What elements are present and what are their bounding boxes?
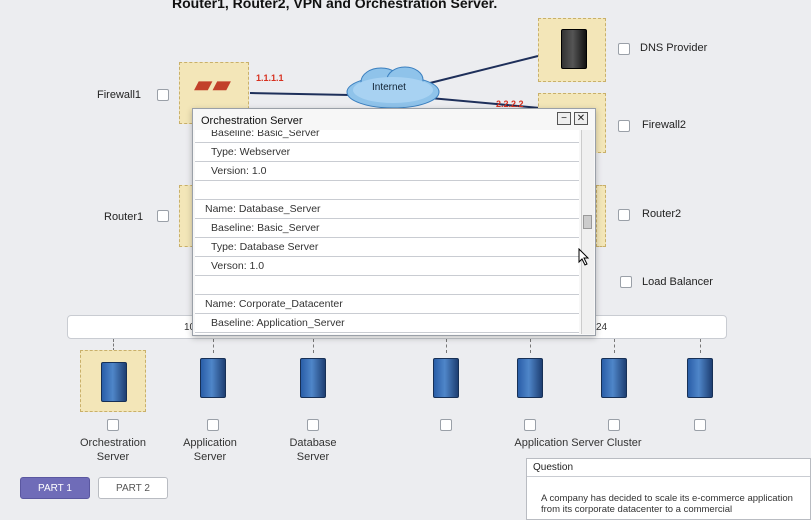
connector	[446, 339, 447, 353]
list-item: Baseline: Basic_Server	[195, 130, 579, 143]
list-item	[195, 181, 579, 200]
firewall2-ip: 2.2.2.2	[496, 99, 524, 109]
cluster-server-1-checkbox[interactable]	[440, 419, 452, 431]
list-item: Name: Corporate_Datacenter	[195, 295, 579, 314]
tab-part1[interactable]: PART 1	[20, 477, 90, 499]
internet-firewall2-link	[429, 97, 541, 109]
cluster-server-4-icon[interactable]	[687, 358, 713, 398]
database-server-icon[interactable]	[300, 358, 326, 398]
label-line: Server	[96, 451, 130, 463]
database-server-checkbox[interactable]	[307, 419, 319, 431]
label-line: Application	[183, 437, 237, 449]
orchestration-server-dialog: Orchestration Server − ✕ Baseline: Basic…	[192, 108, 596, 336]
application-server-checkbox[interactable]	[207, 419, 219, 431]
list-item: Name: Database_Server	[195, 200, 579, 219]
connector	[213, 339, 214, 353]
internet-cloud: Internet	[343, 62, 443, 110]
dns-label: DNS Provider	[640, 42, 708, 54]
network-bar-right-text: 24	[596, 322, 608, 333]
firewall2-label: Firewall2	[642, 119, 687, 131]
connector	[614, 339, 615, 353]
firewall1-checkbox[interactable]	[157, 89, 169, 101]
list-item: Baseline: Application_Server	[195, 314, 579, 333]
network-bar-left-text: 10	[184, 322, 196, 333]
minimize-icon: −	[561, 113, 567, 124]
application-server-icon[interactable]	[200, 358, 226, 398]
firewall-icon: ▰▰	[194, 71, 231, 98]
minimize-button[interactable]: −	[557, 112, 571, 125]
firewall1-label: Firewall1	[97, 89, 142, 101]
cloud-icon	[346, 66, 440, 109]
orchestration-server-label: Orchestration Server	[68, 436, 158, 464]
router1-checkbox[interactable]	[157, 210, 169, 222]
connector	[113, 339, 114, 351]
scrollbar-thumb[interactable]	[583, 215, 592, 229]
connector	[530, 339, 531, 353]
question-text: A company has decided to scale its e-com…	[541, 493, 793, 515]
label-line: Orchestration	[79, 437, 147, 449]
list-item: Verson: 1.0	[195, 257, 579, 276]
list-item	[195, 276, 579, 295]
tab-part2[interactable]: PART 2	[98, 477, 168, 499]
load-balancer-checkbox[interactable]	[620, 276, 632, 288]
label-line: Server	[193, 451, 227, 463]
dialog-content[interactable]: Baseline: Basic_Server Type: Webserver V…	[195, 130, 579, 334]
question-header: Question	[527, 459, 810, 477]
server-icon	[101, 362, 127, 402]
cluster-server-2-checkbox[interactable]	[524, 419, 536, 431]
close-button[interactable]: ✕	[574, 112, 588, 125]
cursor-icon	[578, 248, 590, 266]
orchestration-server-checkbox[interactable]	[107, 419, 119, 431]
connector	[313, 339, 314, 353]
dns-checkbox[interactable]	[618, 43, 630, 55]
list-item: Baseline: Basic_Server	[195, 219, 579, 238]
dns-server-icon	[561, 29, 587, 69]
question-panel: Question A company has decided to scale …	[526, 458, 811, 520]
firewall2-checkbox[interactable]	[618, 120, 630, 132]
list-item: Type: Webserver	[195, 143, 579, 162]
firewall1-internet-link	[249, 92, 351, 96]
router1-label: Router1	[104, 211, 144, 223]
cluster-server-2-icon[interactable]	[517, 358, 543, 398]
router2-checkbox[interactable]	[618, 209, 630, 221]
label-line: Database	[289, 437, 337, 449]
cluster-server-3-checkbox[interactable]	[608, 419, 620, 431]
orchestration-server-node[interactable]	[80, 350, 146, 412]
cluster-server-4-checkbox[interactable]	[694, 419, 706, 431]
dialog-scrollbar[interactable]	[581, 130, 594, 334]
list-item: Version: 1.0	[195, 162, 579, 181]
connector	[700, 339, 701, 353]
load-balancer-label: Load Balancer	[642, 276, 713, 288]
cluster-label: Application Server Cluster	[514, 437, 642, 449]
label-line: Server	[296, 451, 330, 463]
firewall1-ip: 1.1.1.1	[256, 73, 284, 83]
cluster-server-1-icon[interactable]	[433, 358, 459, 398]
page-title: Router1, Router2, VPN and Orchestration …	[172, 0, 498, 11]
router2-node[interactable]	[596, 185, 606, 247]
dialog-title: Orchestration Server	[201, 115, 303, 127]
close-icon: ✕	[576, 113, 586, 124]
database-server-label: Database Server	[273, 436, 353, 464]
router2-label: Router2	[642, 208, 682, 220]
dns-node[interactable]	[538, 18, 606, 82]
internet-label: Internet	[372, 82, 406, 93]
application-server-label: Application Server	[168, 436, 252, 464]
cluster-server-3-icon[interactable]	[601, 358, 627, 398]
list-item: Type: Database Server	[195, 238, 579, 257]
internet-dns-link	[429, 55, 539, 84]
